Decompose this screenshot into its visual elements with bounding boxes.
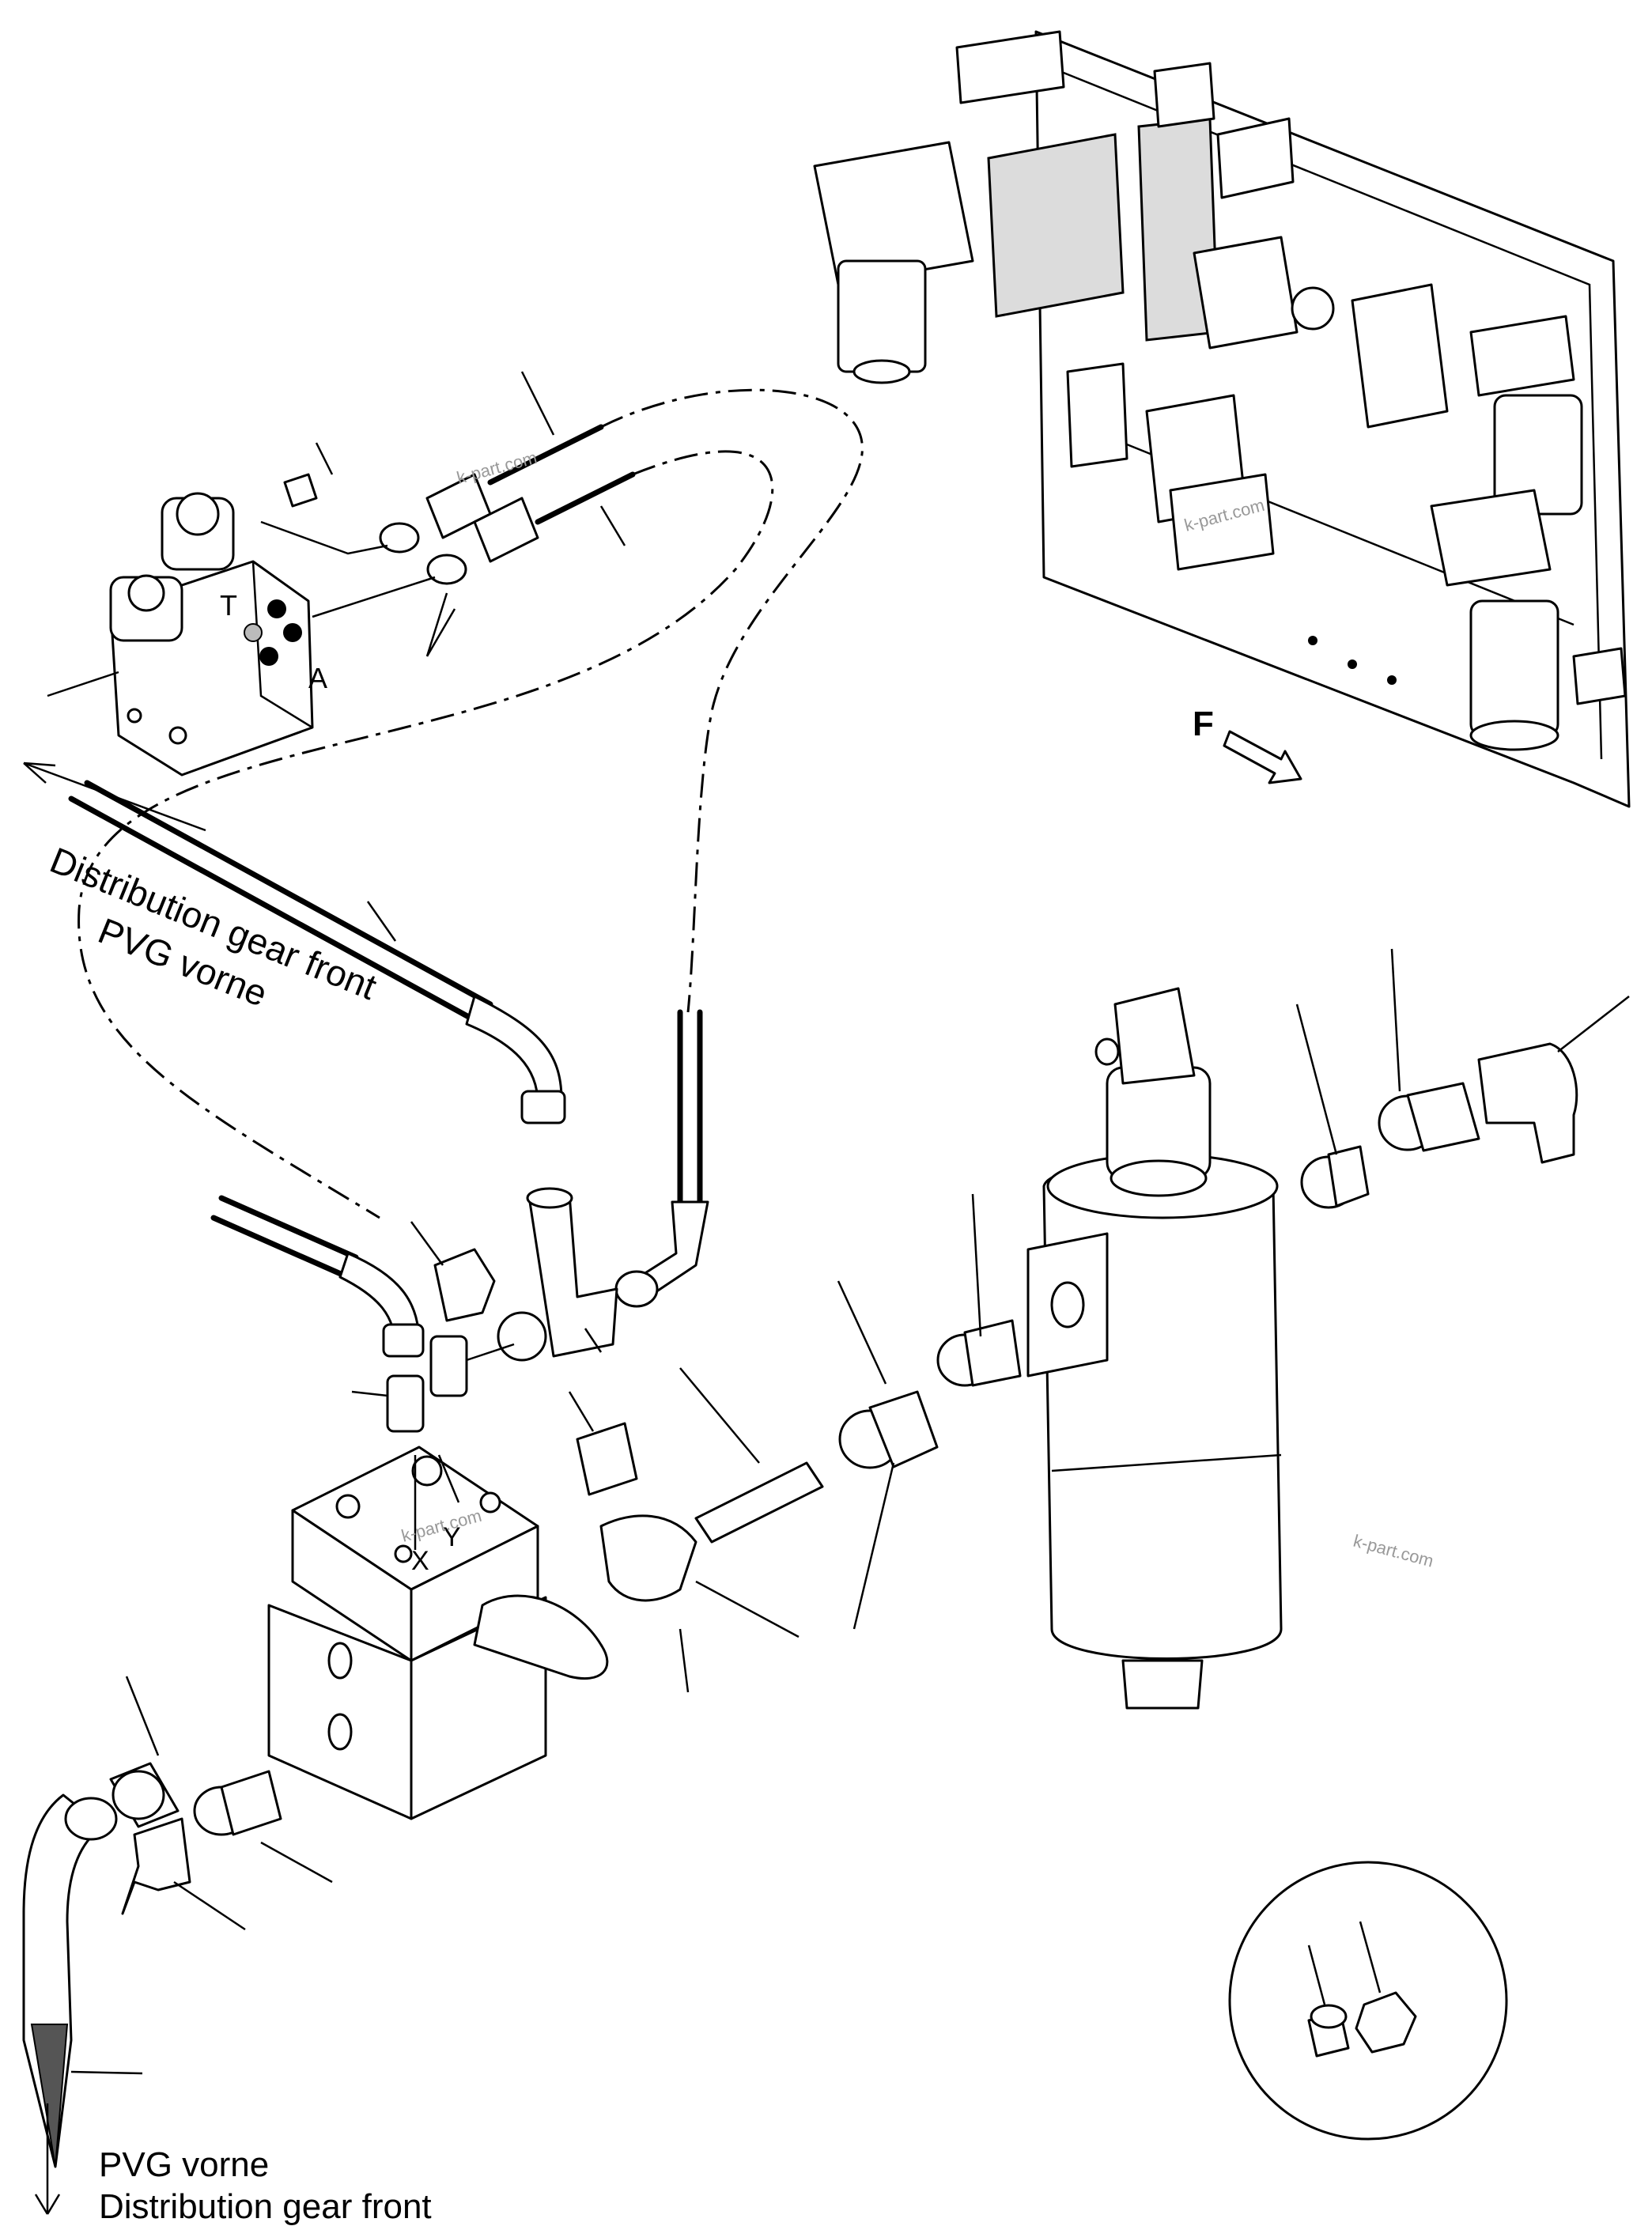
- center-plug-fittings: [568, 1367, 824, 1693]
- dashed-hose-route: [600, 388, 864, 1013]
- elbow-hose-left: [210, 1195, 496, 1358]
- direction-label: F: [1193, 705, 1214, 743]
- bottom-left-fittings: [109, 1676, 333, 1931]
- bottom-hose: [22, 1793, 143, 2215]
- bottom-label-line2: Distribution gear front: [99, 2187, 432, 2226]
- port-t-label: T: [220, 589, 237, 622]
- port-a-label: A: [308, 662, 327, 694]
- port-y-label: Y: [443, 1522, 461, 1552]
- filter-housing: [1026, 987, 1283, 1710]
- solenoid-valve: T A: [109, 492, 327, 777]
- tee-fitting: [497, 1187, 618, 1362]
- filter-inlet-fittings: [837, 1193, 1022, 1630]
- filter-outlet-fittings: [1295, 948, 1630, 1209]
- watermark-4: k-part.com: [1351, 1531, 1436, 1571]
- small-fittings-center: [351, 1335, 515, 1433]
- solenoid-fittings: [47, 371, 636, 697]
- manifold-block: X Y: [267, 1446, 609, 1820]
- port-x-label: X: [411, 1546, 429, 1576]
- distribution-hose: [23, 762, 566, 1124]
- valve-plate-assembly: [813, 30, 1631, 808]
- dashed-hose-route-2: [77, 450, 774, 1219]
- detail-circle: [1228, 1861, 1508, 2141]
- bottom-label-line1: PVG vorne: [99, 2145, 269, 2184]
- vertical-hose: [614, 1009, 709, 1308]
- direction-indicator: F: [1193, 705, 1302, 784]
